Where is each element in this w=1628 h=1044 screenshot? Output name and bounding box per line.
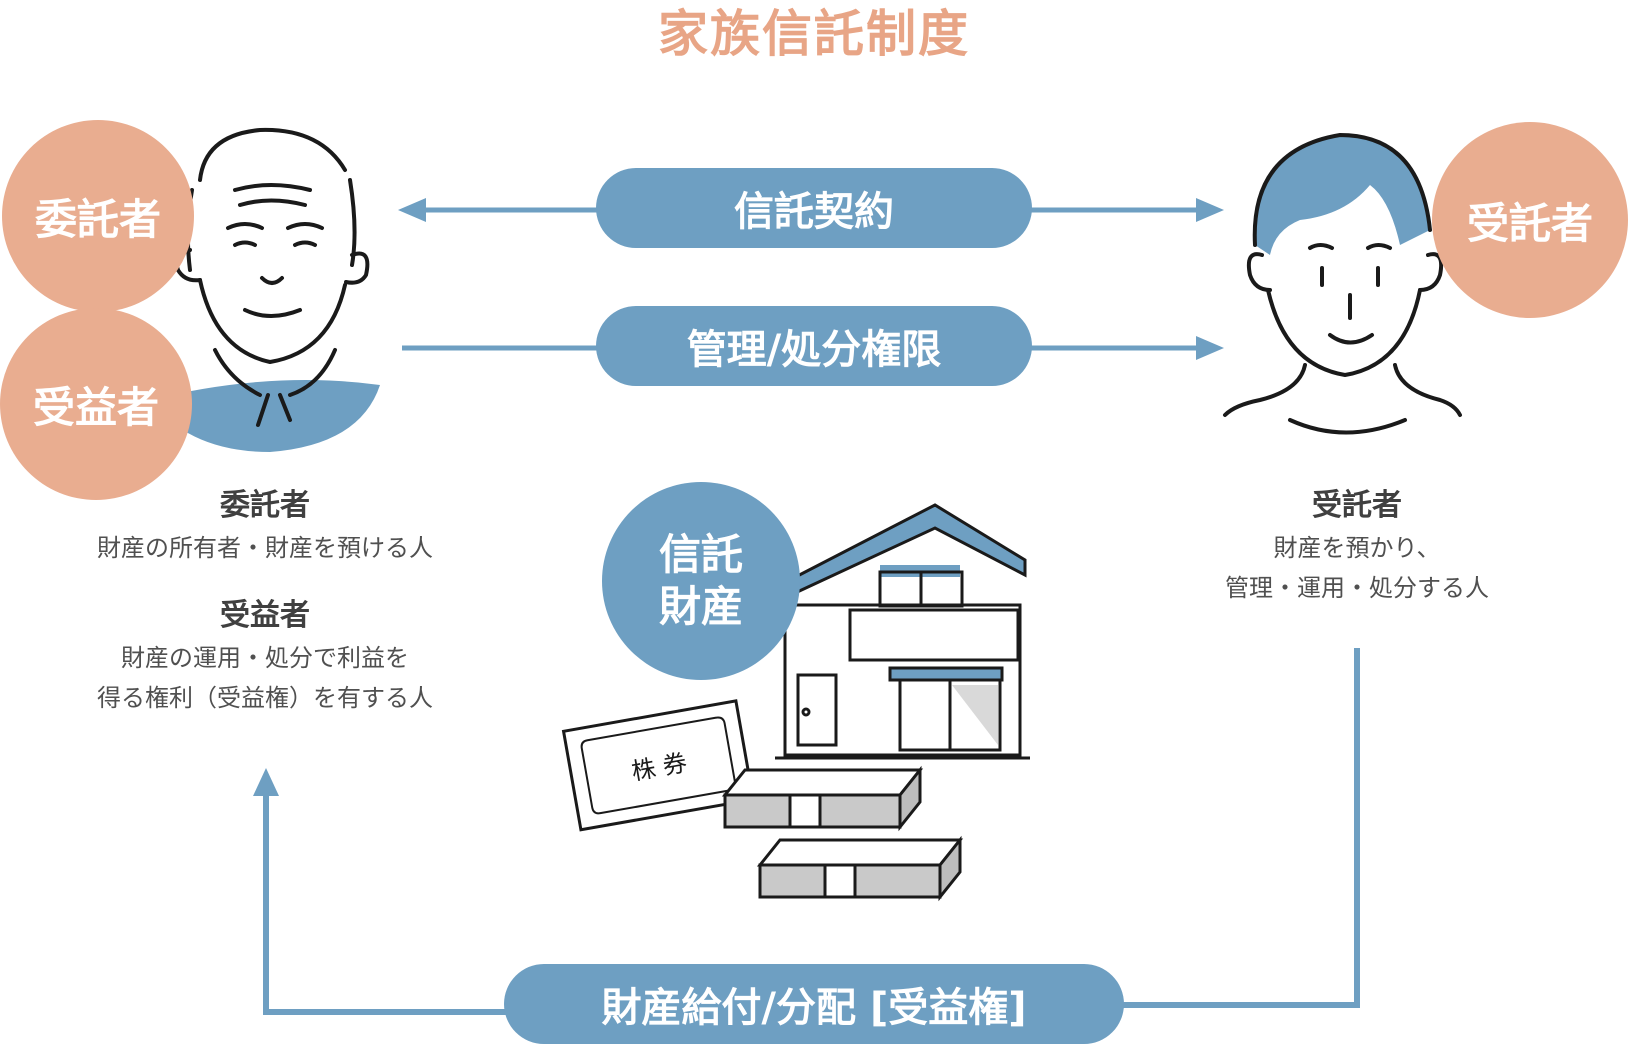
settlor-badge: 委託者 [2, 120, 194, 312]
young-jaw [1266, 288, 1422, 378]
settlor-badge-label: 委託者 [34, 194, 161, 244]
trust-property-badge: 信託 財産 [602, 482, 800, 680]
authority-pill-label: 管理/処分権限 [686, 327, 942, 373]
elderly-head-top [198, 127, 347, 182]
benefit-pill: 財産給付/分配 [受益権] [504, 964, 1124, 1044]
beneficiary-title: 受益者 [220, 598, 310, 633]
trustee-badge: 受託者 [1432, 122, 1628, 318]
elderly-shirt [150, 380, 380, 452]
elderly-jaw [198, 278, 347, 365]
left-description: 委託者 財産の所有者・財産を預ける人 受益者 財産の運用・処分で利益を 得る権利… [40, 484, 490, 718]
trustee-text-2: 管理・運用・処分する人 [1225, 574, 1489, 602]
trustee-text-1: 財産を預かり、 [1273, 534, 1441, 562]
young-collar [1288, 418, 1407, 435]
young-head-outline [1252, 132, 1432, 247]
trust-property-line-2: 財産 [658, 582, 743, 631]
benefit-line-right [1110, 648, 1360, 1008]
young-ear-right [1418, 252, 1444, 292]
beneficiary-text-1: 財産の運用・処分で利益を [121, 644, 409, 672]
benefit-arrowhead [253, 768, 279, 796]
stock-certificate-icon: 株 券 [561, 699, 755, 832]
page-title: 家族信託制度 [658, 5, 970, 63]
contract-pill-label: 信託契約 [734, 189, 894, 235]
young-ear-left [1246, 252, 1272, 292]
settlor-text: 財産の所有者・財産を預ける人 [97, 534, 433, 562]
beneficiary-badge-label: 受益者 [32, 382, 159, 432]
contract-arrowhead-right [1196, 198, 1224, 222]
beneficiary-badge: 受益者 [0, 308, 192, 500]
elderly-neck-left [213, 348, 262, 397]
trustee-title: 受託者 [1312, 488, 1402, 523]
trustee-badge-label: 受託者 [1466, 198, 1593, 248]
authority-arrowhead [1196, 336, 1224, 360]
benefit-line-left [263, 790, 510, 1015]
benefit-pill-label: 財産給付/分配 [受益権] [601, 985, 1027, 1031]
elderly-ear-right [344, 251, 370, 285]
right-description: 受託者 財産を預かり、 管理・運用・処分する人 [1170, 484, 1544, 608]
young-hair [1254, 135, 1430, 255]
authority-pill: 管理/処分権限 [596, 306, 1032, 386]
beneficiary-text-2: 得る権利（受益権）を有する人 [97, 684, 433, 712]
house-icon [775, 503, 1030, 760]
settlor-title: 委託者 [220, 488, 310, 523]
money-stack-icon [721, 765, 964, 902]
trust-property-line-1: 信託 [658, 530, 743, 579]
contract-arrowhead-left [398, 198, 426, 222]
contract-pill: 信託契約 [596, 168, 1032, 248]
